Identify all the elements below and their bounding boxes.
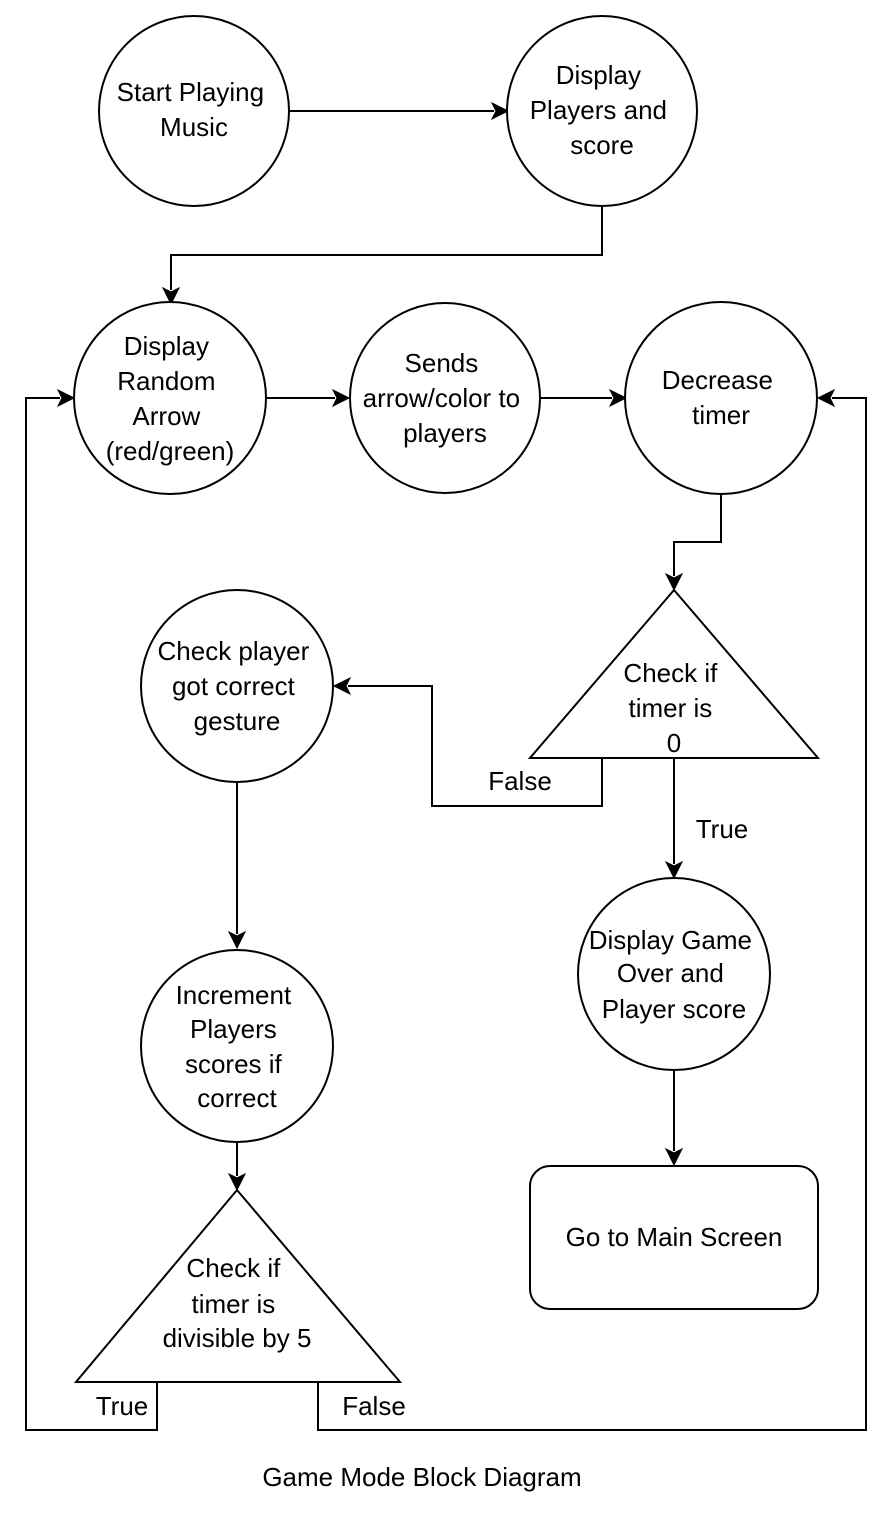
svg-text:Display Players and: Display Players and score — [530, 60, 675, 160]
node-text-line: Check if — [623, 658, 718, 688]
node-display-players-and-score: Display Players and score — [506, 15, 698, 207]
node-text-line: Sends — [405, 348, 479, 378]
svg-text:Display Game Over and: Display Game Over and Player score — [589, 925, 760, 1024]
svg-text:Decrease timer: Decrease timer — [662, 365, 781, 430]
arrowhead — [332, 676, 352, 696]
node-text-line: got correct — [172, 671, 296, 701]
node-text-line: Increment — [176, 980, 292, 1010]
node-text-line: (red/green) — [106, 436, 235, 466]
node-display-game-over: Display Game Over and Player score — [577, 877, 771, 1071]
svg-text:Increment Players: Increment Players scores if correct — [176, 980, 299, 1113]
edge-decrease-to-check-zero — [673, 494, 722, 576]
node-text-line: Check if — [186, 1253, 281, 1283]
svg-text:Check if timer is: Check if timer is 0 — [623, 658, 724, 758]
node-text-line: Random — [117, 366, 215, 396]
node-text-line: Players — [190, 1014, 277, 1044]
arrowhead — [56, 388, 76, 408]
node-text-line: scores if — [185, 1049, 283, 1079]
arrowhead — [227, 930, 247, 950]
node-text-line: Decrease — [662, 365, 773, 395]
node-start-playing-music: Start Playing Music — [98, 15, 290, 207]
node-text-line: Display Game — [589, 925, 752, 955]
node-text-line: Player score — [602, 994, 747, 1024]
node-check-timer-zero: Check if timer is 0 — [527, 588, 821, 759]
arrowhead — [816, 388, 836, 408]
edge-divisible-true-loop — [25, 397, 158, 1431]
edge-label-false: False — [488, 766, 552, 796]
node-text-line: Display — [556, 60, 641, 90]
svg-text:Check if timer is: Check if timer is divisible by 5 — [163, 1253, 312, 1353]
node-text-line: Go to Main Screen — [566, 1222, 783, 1252]
node-text-line: score — [570, 130, 634, 160]
svg-text:Display Random Arr: Display Random Arrow (red/green) — [106, 331, 235, 466]
edge-label-true: True — [696, 814, 749, 844]
edge-divisible-false-loop — [317, 397, 867, 1431]
arrowhead — [664, 860, 684, 880]
node-check-player-gesture: Check player got correct gesture — [140, 589, 334, 783]
node-text-line: Start Playing — [117, 77, 264, 107]
node-text-line: Players and — [530, 95, 667, 125]
arrowhead — [664, 1147, 684, 1167]
node-go-to-main-screen: Go to Main Screen — [529, 1165, 819, 1310]
node-decrease-timer: Decrease timer — [624, 301, 818, 495]
svg-text:Go to Main Screen: Go to Main Screen — [566, 1222, 783, 1252]
node-text-line: 0 — [667, 728, 681, 758]
edge-labels: False True True False — [96, 766, 749, 1421]
edges — [25, 101, 867, 1431]
arrowhead — [227, 1172, 247, 1192]
arrowhead — [490, 101, 510, 121]
svg-text:Sends arrow/color to: Sends arrow/color to players — [363, 348, 528, 448]
node-sends-arrow-color: Sends arrow/color to players — [349, 302, 541, 494]
edge-label-false: False — [342, 1391, 406, 1421]
edge-label-true: True — [96, 1391, 149, 1421]
arrowhead — [608, 388, 628, 408]
arrowhead — [664, 572, 684, 592]
node-text-line: correct — [197, 1083, 277, 1113]
arrowhead — [331, 388, 351, 408]
arrowhead — [161, 286, 181, 306]
edge-display-players-to-display-arrow — [170, 206, 603, 290]
node-text-line: gesture — [194, 706, 281, 736]
edge-check-zero-false-to-gesture — [348, 685, 603, 807]
node-text-line: arrow/color to — [363, 383, 521, 413]
node-text-line: Arrow — [132, 401, 200, 431]
node-text-line: timer is — [628, 693, 712, 723]
node-text-line: Over and — [617, 958, 724, 988]
svg-text:Start Playing Music: Start Playing Music — [117, 77, 272, 142]
node-text-line: Music — [160, 112, 228, 142]
node-display-random-arrow: Display Random Arrow (red/green) — [73, 301, 267, 495]
diagram-caption: Game Mode Block Diagram — [262, 1462, 581, 1492]
node-text-line: divisible by 5 — [163, 1323, 312, 1353]
svg-text:Check player got correct: Check player got correct gesture — [158, 636, 317, 736]
node-check-timer-divisible: Check if timer is divisible by 5 — [73, 1188, 403, 1383]
node-text-line: timer — [692, 400, 750, 430]
node-text-line: players — [403, 418, 487, 448]
node-text-line: Display — [124, 331, 209, 361]
node-text-line: Check player — [158, 636, 310, 666]
node-increment-players-scores: Increment Players scores if correct — [140, 949, 334, 1143]
node-text-line: timer is — [191, 1289, 275, 1319]
